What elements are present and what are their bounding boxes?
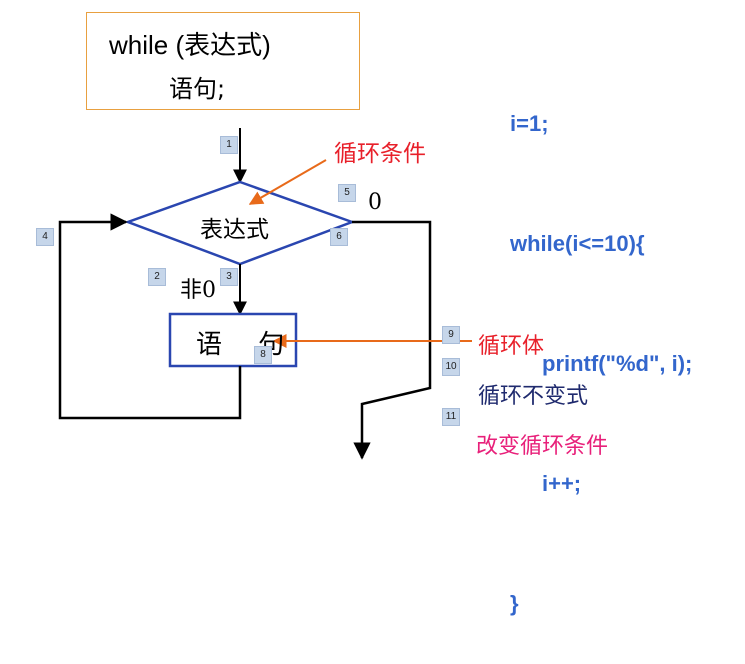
nonzero-label: 非0 [180,278,216,303]
marker-badge-5: 5 [338,184,356,202]
marker-badge-2: 2 [148,268,166,286]
marker-badge-11: 11 [442,408,460,426]
code-line-3: printf("%d", i); [542,351,693,376]
flowchart [58,128,472,460]
marker-badge-1: 1 [220,136,238,154]
syntax-line-2: 语句; [169,75,226,103]
statement-label: 语 句 [196,330,299,360]
marker-badge-9: 9 [442,326,460,344]
marker-badge-10: 10 [442,358,460,376]
marker-badge-4: 4 [36,228,54,246]
syntax-box: while (表达式) 语句; [86,12,360,110]
code-line-5: } [510,591,519,616]
marker-badge-8: 8 [254,346,272,364]
exit-path [352,220,432,460]
condition-pointer-arrow [248,159,327,205]
loop-body-label: 循环体 [478,334,545,359]
code-line-2: while(i<=10){ [510,231,645,256]
syntax-line-1: while (表达式) [109,30,271,60]
zero-label: 0 [368,190,382,215]
loop-back-path [58,213,242,420]
loop-invariant-label: 循环不变式 [478,384,589,409]
marker-badge-6: 6 [330,228,348,246]
code-line-4: i++; [542,471,582,496]
change-condition-label: 改变循环条件 [476,434,609,459]
marker-badge-3: 3 [220,268,238,286]
code-line-1: i=1; [510,111,549,136]
condition-label: 循环条件 [334,141,426,167]
expression-label: 表达式 [200,217,269,243]
